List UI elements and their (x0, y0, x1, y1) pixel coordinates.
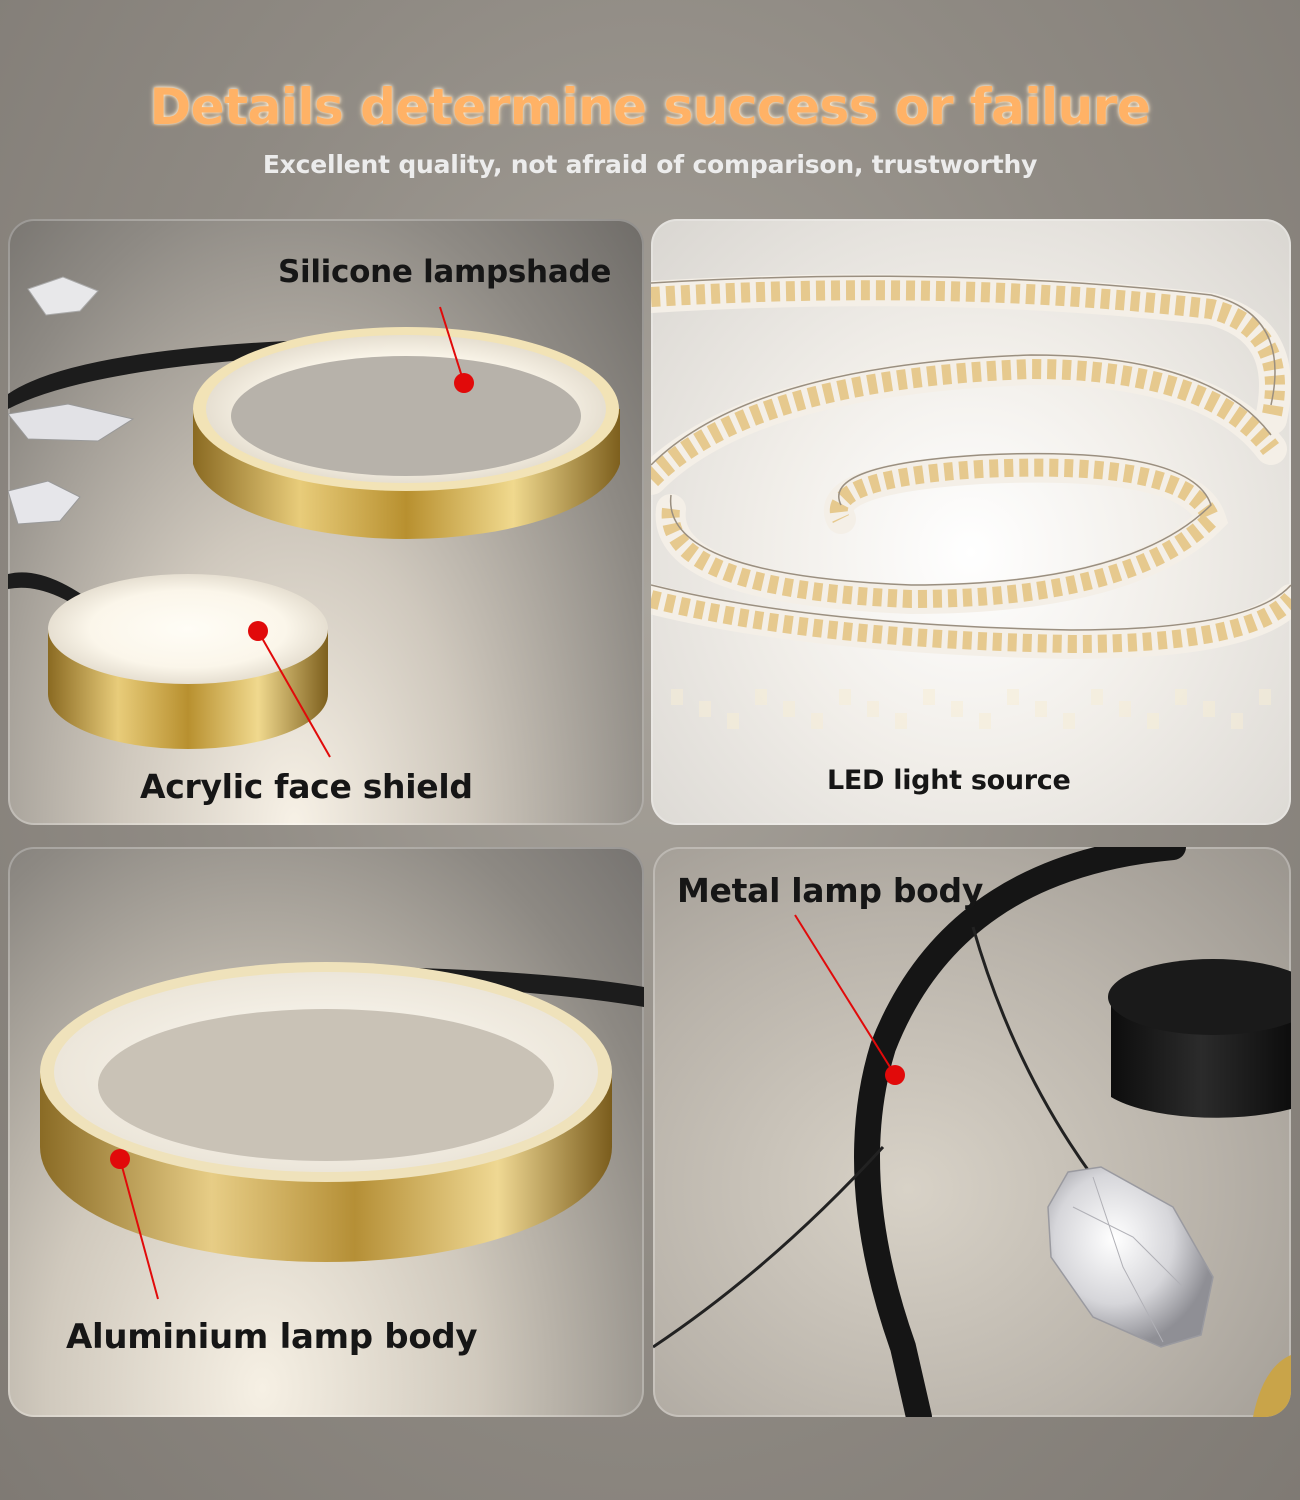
panel-led-light-source: LED light source (651, 219, 1291, 825)
label-metal-lamp-body: Metal lamp body (677, 871, 984, 910)
crystal-icon (8, 276, 135, 525)
panel-silicone-acrylic: Silicone lampshade Acrylic face shield (8, 219, 644, 825)
aluminium-ring-illustration (40, 962, 644, 1300)
page-title: Details determine success or failure (149, 78, 1151, 136)
panel-metal-lamp-body: Metal lamp body (653, 847, 1291, 1417)
label-aluminium-lamp-body: Aluminium lamp body (66, 1317, 478, 1357)
marker-dot (885, 1065, 905, 1085)
lamp-rings-illustration (8, 276, 620, 758)
marker-dot (248, 621, 268, 641)
gold-puck-lower (48, 574, 328, 749)
metal-body-illustration (653, 847, 1291, 1417)
label-silicone-lampshade: Silicone lampshade (278, 254, 612, 290)
led-strip-illustration (651, 274, 1291, 729)
panel-aluminium-lamp-body: Aluminium lamp body (8, 847, 644, 1417)
gold-ring-upper (193, 327, 620, 539)
label-acrylic-face-shield: Acrylic face shield (140, 767, 473, 806)
crystal-icon (1047, 1166, 1214, 1348)
marker-dot (110, 1149, 130, 1169)
page-subtitle: Excellent quality, not afraid of compari… (262, 150, 1038, 179)
label-led-light-source: LED light source (827, 765, 1071, 796)
marker-dot (454, 373, 474, 393)
